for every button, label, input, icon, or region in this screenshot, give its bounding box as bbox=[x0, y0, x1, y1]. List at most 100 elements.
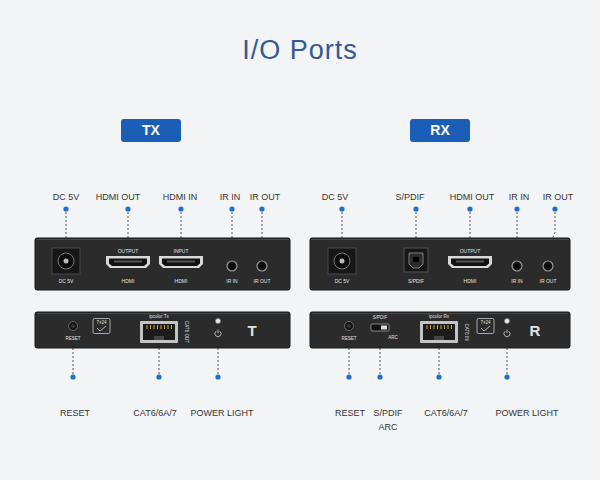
reset-button bbox=[71, 324, 75, 328]
leader-dots bbox=[63, 206, 557, 379]
panel-marking: CAT6 IN bbox=[464, 324, 469, 341]
power-symbol bbox=[215, 330, 221, 337]
rj45-port bbox=[140, 321, 178, 343]
leader-dot bbox=[156, 374, 161, 379]
ir-jack bbox=[543, 261, 553, 271]
badge-text: TX bbox=[142, 119, 160, 142]
panel-marking: RESET bbox=[341, 337, 356, 342]
panel-marking: ipcolor Tx bbox=[149, 314, 168, 319]
mode-switch bbox=[381, 326, 387, 330]
leader-dot bbox=[436, 374, 441, 379]
dc-jack bbox=[328, 248, 356, 274]
panel-marking: S/PDIF bbox=[408, 279, 424, 284]
port-callout: CAT6/6A/7 bbox=[424, 406, 467, 420]
panel-marking: 7×24 bbox=[96, 321, 106, 326]
leader-line bbox=[73, 348, 74, 374]
hdmi-port bbox=[451, 259, 489, 267]
port-callout: IR IN bbox=[220, 190, 241, 204]
power-led bbox=[216, 319, 221, 324]
port-callout: HDMI OUT bbox=[450, 190, 495, 204]
leader-lines bbox=[66, 212, 555, 374]
dc-jack bbox=[52, 248, 80, 274]
hdmi-port bbox=[159, 256, 203, 268]
badge-icon bbox=[477, 319, 494, 334]
dc-jack bbox=[64, 259, 69, 264]
hdmi-port bbox=[114, 261, 142, 263]
panel-marking: RESET bbox=[65, 337, 80, 342]
spdif-port bbox=[409, 253, 423, 268]
device-panel: RESET 7×24 ipcolor Tx CAT6 OUT T bbox=[35, 312, 290, 348]
leader-line bbox=[159, 348, 160, 374]
reset-button bbox=[69, 322, 78, 331]
rj45-port bbox=[434, 336, 444, 340]
panel-marking: DC 5V bbox=[59, 279, 74, 284]
leader-line bbox=[380, 348, 381, 374]
leader-dot bbox=[229, 206, 234, 211]
port-callout: CAT6/6A/7 bbox=[133, 406, 176, 420]
ir-jack bbox=[546, 264, 550, 268]
device-panel: DC 5VS/PDIFOUTPUTHDMIIR INIR OUT bbox=[310, 238, 570, 290]
port-callout: IR IN bbox=[509, 190, 530, 204]
rj45-port bbox=[423, 324, 455, 340]
panel-marking: 7×24 bbox=[480, 321, 490, 326]
panel-marking: IR IN bbox=[511, 279, 522, 284]
panel-marking: ARC bbox=[388, 336, 398, 341]
port-callout: HDMI IN bbox=[163, 190, 198, 204]
rj45-port bbox=[147, 325, 172, 329]
panel-marking: IR OUT bbox=[254, 279, 271, 284]
port-callout: S/PDIF ARC bbox=[370, 406, 406, 434]
panel-marking: R bbox=[530, 323, 541, 338]
panel-marking: HDMI bbox=[464, 279, 477, 284]
reset-button bbox=[347, 324, 351, 328]
leader-line bbox=[349, 348, 350, 374]
rj45-port bbox=[143, 324, 175, 340]
badge-text: RX bbox=[430, 119, 449, 142]
ir-jack bbox=[260, 264, 264, 268]
tx-front-panel bbox=[35, 238, 290, 290]
leader-dot bbox=[259, 206, 264, 211]
port-callout: RESET bbox=[60, 406, 90, 420]
rj45-port bbox=[427, 325, 452, 329]
leader-dot bbox=[514, 206, 519, 211]
mode-switch bbox=[371, 324, 389, 331]
panel-marking: T bbox=[247, 323, 256, 338]
leader-line bbox=[128, 212, 129, 238]
reset-button bbox=[345, 322, 354, 331]
leader-dot bbox=[413, 206, 418, 211]
device-panel: RESET S/PDIF ARC ipcolor Rx CAT6 IN 7×24 R bbox=[310, 312, 570, 348]
leader-dot bbox=[178, 206, 183, 211]
leader-line bbox=[439, 348, 440, 374]
leader-dot bbox=[346, 374, 351, 379]
page-title: I/O Ports bbox=[0, 32, 600, 68]
port-callout: S/PDIF bbox=[395, 190, 424, 204]
panel-marking: DC 5V bbox=[335, 279, 350, 284]
badge-icon bbox=[481, 326, 490, 331]
panel-marking: HDMI bbox=[122, 279, 135, 284]
leader-dot bbox=[70, 374, 75, 379]
power-led bbox=[505, 319, 510, 324]
leader-line bbox=[181, 212, 182, 238]
panel-marking: S/PDIF bbox=[373, 315, 388, 320]
port-callout: IR OUT bbox=[250, 190, 281, 204]
panel-bevel bbox=[37, 239, 288, 240]
leader-dot bbox=[63, 206, 68, 211]
panel-marking: CAT6 OUT bbox=[184, 321, 189, 343]
ir-jack bbox=[512, 261, 522, 271]
tx-back-panel bbox=[35, 312, 290, 348]
dc-jack bbox=[58, 253, 74, 269]
rx-back-panel bbox=[310, 312, 570, 348]
panel-marking: ipcolor Rx bbox=[429, 314, 449, 319]
panel-bevel bbox=[312, 239, 568, 240]
leader-line bbox=[470, 212, 471, 238]
hdmi-port bbox=[456, 261, 484, 263]
port-badge: TX bbox=[121, 119, 181, 142]
port-callout: RESET bbox=[335, 406, 365, 420]
power-symbol bbox=[504, 330, 510, 337]
rx-front-panel bbox=[310, 238, 570, 290]
dc-jack bbox=[334, 253, 350, 269]
port-callout: DC 5V bbox=[322, 190, 349, 204]
ir-jack bbox=[227, 261, 237, 271]
badge-icon bbox=[93, 319, 110, 334]
panel-marking: HDMI bbox=[175, 279, 188, 284]
